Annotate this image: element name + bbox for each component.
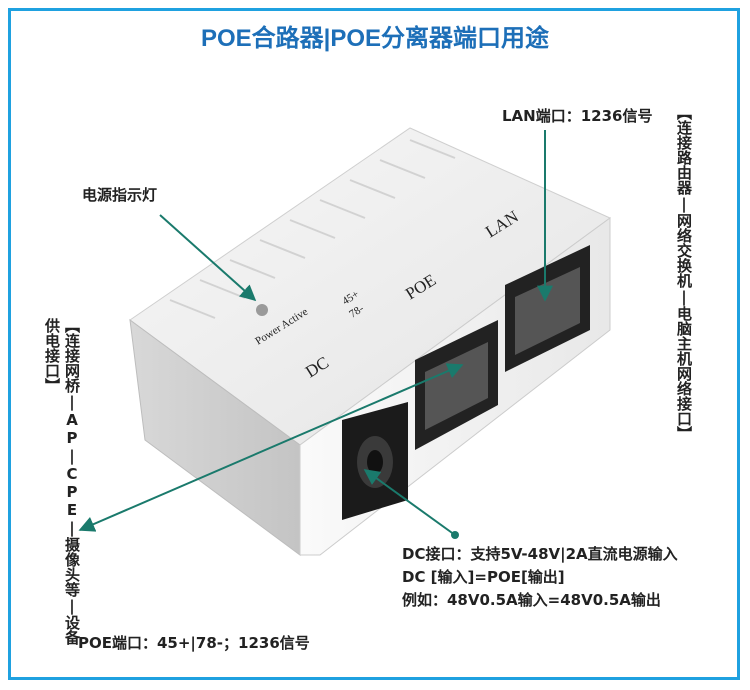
page-title: POE合路器|POE分离器端口用途 [200,25,550,52]
lan-port-label: LAN端口：1236信号 [502,107,653,125]
callout-arrows [78,130,553,536]
arrow-dc [363,469,456,536]
poe-port-label: POE端口：45+|78-；1236信号 [78,634,310,652]
arrow-poe [78,363,464,532]
dc-desc-line1: DC接口：支持5V-48V|2A直流电源输入 [402,545,678,563]
device-ridges [169,139,456,319]
dc-desc-line3: 例如：48V0.5A输入=48V0.5A输出 [402,591,661,609]
power-led-label: 电源指示灯 [82,186,158,204]
dc-desc-line2: DC [输入]=POE[输出] [402,568,565,586]
right-vertical-caption: 【连接路由器|网络交换机|电脑主机网络接口】 [675,105,693,441]
left-vertical-caption: 【连接网桥|AP|CPE|摄像头等|设备供电接口】 [43,318,81,645]
page-border [8,8,740,680]
arrow-power-led [159,214,257,302]
power-led [256,304,268,316]
